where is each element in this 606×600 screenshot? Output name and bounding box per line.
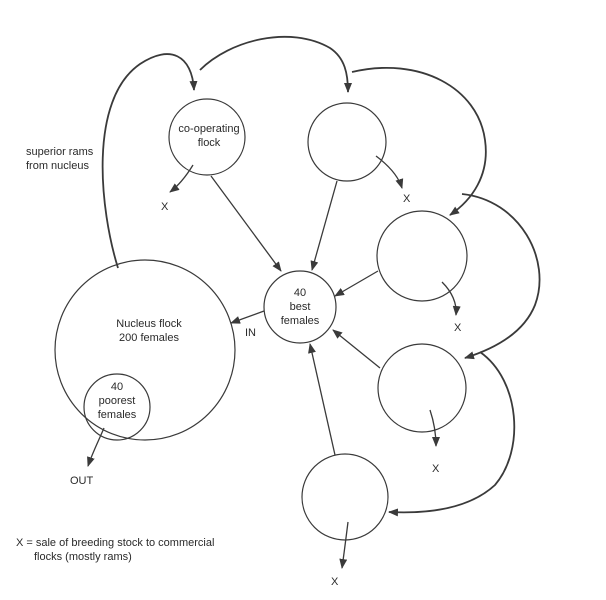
poorest-females-label-line1: 40 xyxy=(111,381,123,393)
best-females-label-line1: 40 xyxy=(294,287,306,299)
cooperating-flock-label-line1: co-operating xyxy=(178,123,239,135)
best-females-circle xyxy=(263,270,337,344)
arrow-best-to-nucleus xyxy=(230,310,265,324)
arrow-cooperating-to-best xyxy=(210,175,282,272)
out-label: OUT xyxy=(70,475,94,487)
arrow-flock-2-to-best xyxy=(310,180,338,271)
superior-rams-label-line2: from nucleus xyxy=(26,160,89,172)
flock-right-lower-circle xyxy=(377,343,467,433)
sale-marker-flock-4: X xyxy=(432,463,440,475)
out-arrow xyxy=(87,427,105,467)
arrow-flock-4-to-best xyxy=(332,329,381,369)
flock-top-right-circle xyxy=(307,102,387,182)
cooperating-flock-circle xyxy=(168,98,246,176)
in-label: IN xyxy=(245,327,256,339)
arrow-flock-5-to-best xyxy=(308,343,336,456)
nucleus-flock-circle xyxy=(54,259,236,441)
ram-flow-arrow-to-flock-2 xyxy=(199,35,352,93)
sale-arrow-flock-3 xyxy=(441,281,461,316)
legend-line-2: flocks (mostly rams) xyxy=(34,551,132,563)
ram-flow-arrow-to-flock-4 xyxy=(461,193,541,360)
nucleus-flock-label-line1: Nucleus flock xyxy=(116,318,182,330)
poorest-females-circle xyxy=(83,373,151,441)
sale-arrow-flock-2 xyxy=(375,155,404,189)
arrow-flock-3-to-best xyxy=(334,270,379,297)
poorest-females-label-line2: poorest xyxy=(99,395,136,407)
sale-arrow-flock-4 xyxy=(429,409,440,447)
legend-line-1: X = sale of breeding stock to commercial xyxy=(16,537,214,549)
ram-flow-arrow-nucleus-to-cooperating xyxy=(101,53,198,269)
ram-flow-arrow-to-flock-3 xyxy=(351,67,487,216)
sale-marker-cooperating: X xyxy=(161,201,169,213)
poorest-females-label-line3: females xyxy=(98,409,137,421)
sale-marker-flock-5: X xyxy=(331,576,339,588)
cooperating-flock-label-line2: flock xyxy=(198,137,221,149)
sale-arrow-cooperating xyxy=(169,164,194,193)
best-females-label-line3: females xyxy=(281,315,320,327)
sale-marker-flock-3: X xyxy=(454,322,462,334)
nucleus-flock-label-line2: 200 females xyxy=(119,332,179,344)
ram-flow-arrow-to-flock-5 xyxy=(388,351,516,517)
best-females-label-line2: best xyxy=(290,301,311,313)
sale-arrow-flock-5 xyxy=(339,521,349,569)
flock-right-upper-circle xyxy=(376,210,468,302)
superior-rams-label-line1: superior rams xyxy=(26,146,94,158)
sale-marker-flock-2: X xyxy=(403,193,411,205)
flock-bottom-circle xyxy=(301,453,389,541)
